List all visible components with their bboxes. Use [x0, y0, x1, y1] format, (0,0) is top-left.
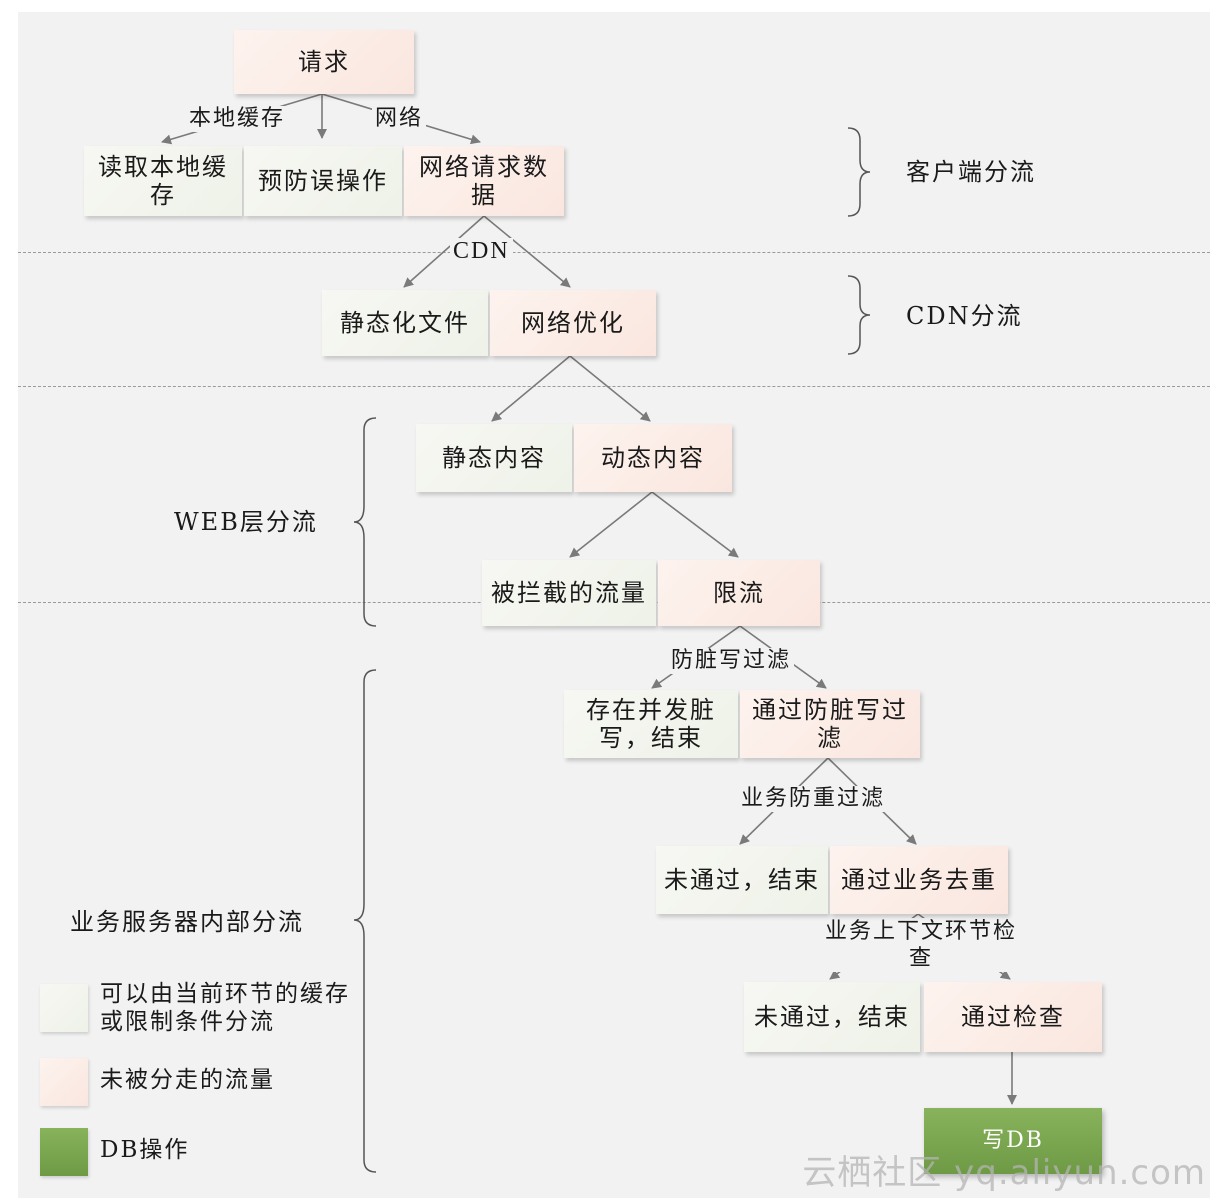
legend-swatch-db [40, 1128, 88, 1176]
node-read-local-cache: 读取本地缓存 [84, 146, 242, 216]
legend-text-pink: 未被分走的流量 [100, 1067, 275, 1093]
section-label-web: WEB层分流 [174, 508, 318, 536]
node-prevent-misoperation: 预防误操作 [244, 146, 402, 216]
node-pass-check: 通过检查 [924, 982, 1102, 1052]
node-static-content: 静态内容 [416, 424, 572, 492]
node-not-pass-end-1: 未通过，结束 [656, 846, 828, 914]
edge-label-context-check: 业务上下文环节检查 [820, 918, 1022, 972]
node-pass-dirty-filter: 通过防脏写过滤 [740, 690, 920, 758]
legend-text-db: DB操作 [100, 1137, 190, 1163]
node-network-request-data: 网络请求数据 [404, 146, 564, 216]
node-not-pass-end-2: 未通过，结束 [744, 982, 920, 1052]
section-label-cdn: CDN分流 [906, 302, 1023, 330]
divider-client-cdn [18, 252, 1210, 253]
edge-label-cdn: CDN [450, 238, 513, 264]
node-pass-dedup: 通过业务去重 [830, 846, 1008, 914]
brace-web [353, 417, 377, 627]
legend-swatch-pink [40, 1058, 88, 1106]
edge-label-dirty-write-filter: 防脏写过滤 [668, 648, 795, 674]
divider-cdn-web [18, 386, 1210, 387]
brace-server [353, 669, 377, 1173]
node-intercepted-traffic: 被拦截的流量 [482, 560, 656, 626]
edge-label-local-cache: 本地缓存 [186, 106, 289, 132]
node-dynamic-content: 动态内容 [574, 424, 732, 492]
edge-label-network: 网络 [372, 106, 427, 132]
node-request: 请求 [234, 30, 414, 94]
section-label-client: 客户端分流 [906, 158, 1036, 186]
node-rate-limit: 限流 [658, 560, 820, 626]
node-write-db: 写DB [924, 1108, 1102, 1174]
legend-text-green: 可以由当前环节的缓存或限制条件分流 [100, 981, 350, 1035]
node-dirty-write-end: 存在并发脏写，结束 [564, 690, 738, 758]
edge-label-dedup-filter: 业务防重过滤 [738, 786, 889, 812]
node-static-files: 静态化文件 [322, 290, 488, 356]
brace-client [847, 127, 871, 217]
node-network-optimize: 网络优化 [490, 290, 656, 356]
legend-swatch-green [40, 984, 88, 1032]
section-label-server: 业务服务器内部分流 [70, 908, 304, 936]
watermark: 云栖社区 yq.aliyun.com [802, 1153, 1206, 1193]
brace-cdn [847, 275, 871, 355]
